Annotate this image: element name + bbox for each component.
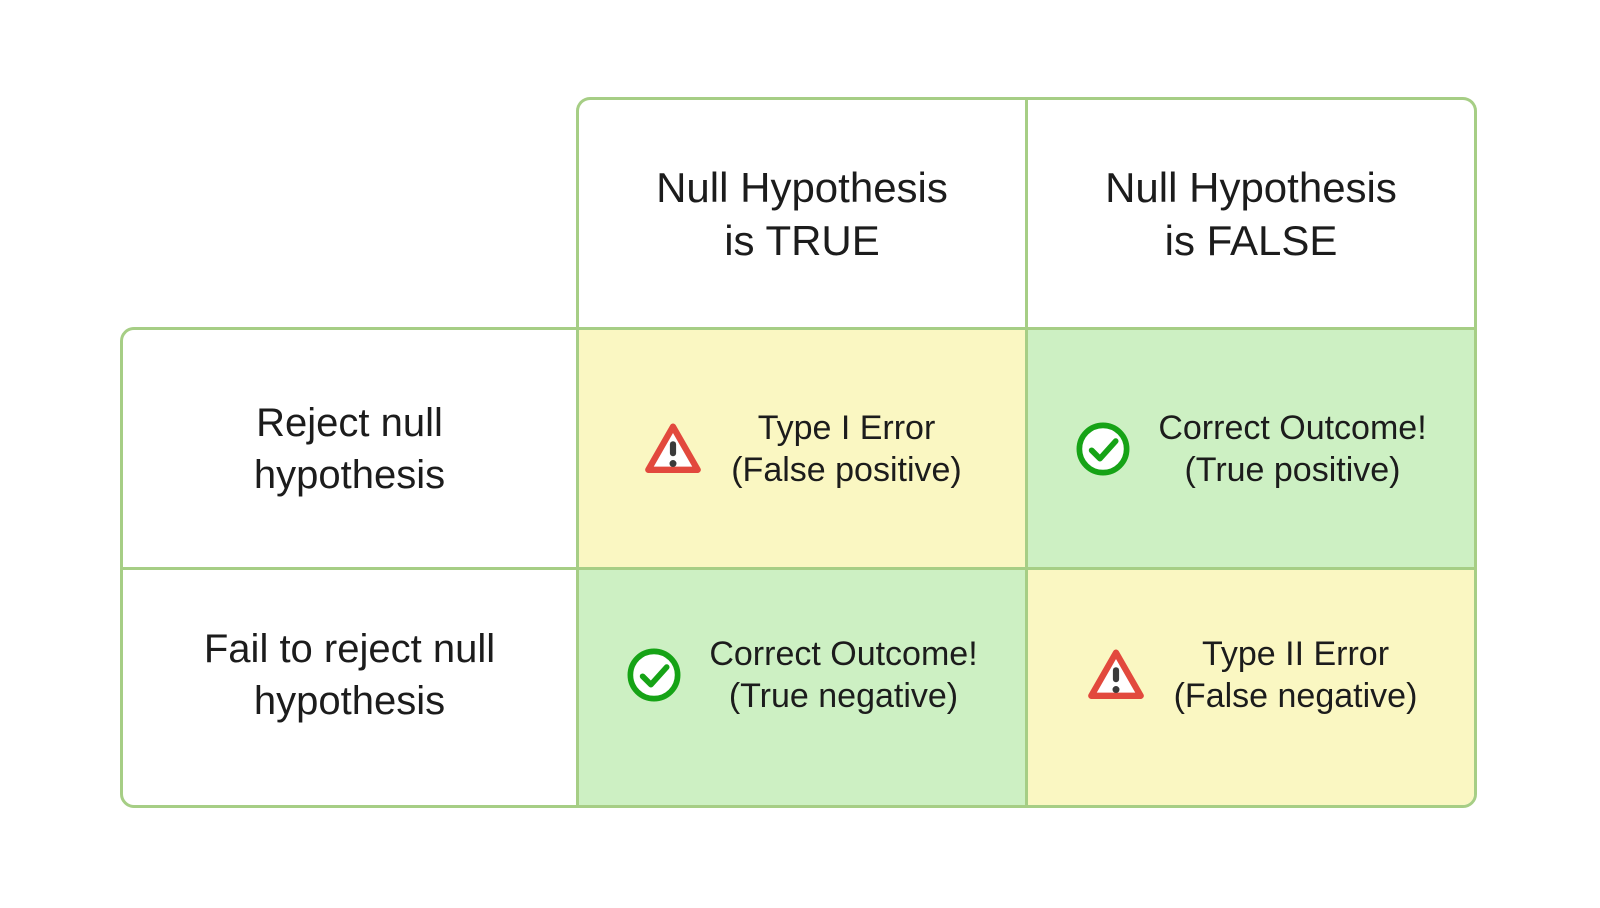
row-header-line1: Reject null — [256, 400, 443, 445]
check-icon — [626, 647, 682, 703]
col-header-null-hypothesis-true: Null Hypothesis is TRUE — [579, 100, 1025, 327]
warning-icon — [1085, 644, 1147, 706]
cell-subtitle: (True positive) — [1184, 450, 1401, 489]
warning-icon — [642, 418, 704, 480]
row-header-line2: hypothesis — [253, 678, 446, 723]
cell-label: Correct Outcome! (True positive) — [1158, 407, 1426, 491]
cell-title: Correct Outcome! — [1158, 408, 1427, 447]
row-header-label: Reject null hypothesis — [254, 397, 445, 501]
col-header-label: Null Hypothesis is TRUE — [656, 161, 948, 267]
row-header-label: Fail to reject null hypothesis — [204, 623, 495, 727]
cell-subtitle: (False negative) — [1173, 676, 1418, 715]
matrix-body: Reject null hypothesis Type I Error (Fal… — [120, 327, 1477, 808]
row-header-fail-to-reject-null: Fail to reject null hypothesis — [123, 567, 576, 805]
cell-true-negative: Correct Outcome! (True negative) — [576, 567, 1025, 805]
row-header-line1: Fail to reject null — [203, 626, 496, 671]
cell-type-i-error: Type I Error (False positive) — [576, 330, 1025, 567]
col-header-line2: is TRUE — [724, 216, 880, 264]
cell-label: Correct Outcome! (True negative) — [709, 633, 977, 717]
row-header-line2: hypothesis — [253, 452, 446, 497]
cell-title: Type I Error — [757, 408, 936, 447]
col-header-line2: is FALSE — [1164, 216, 1338, 264]
cell-true-positive: Correct Outcome! (True positive) — [1025, 330, 1474, 567]
col-header-label: Null Hypothesis is FALSE — [1105, 161, 1397, 267]
cell-subtitle: (False positive) — [731, 450, 962, 489]
col-header-line1: Null Hypothesis — [656, 163, 948, 211]
cell-type-ii-error: Type II Error (False negative) — [1025, 567, 1474, 805]
cell-label: Type I Error (False positive) — [731, 407, 962, 491]
row-header-reject-null: Reject null hypothesis — [123, 330, 576, 567]
cell-subtitle: (True negative) — [728, 676, 959, 715]
col-header-null-hypothesis-false: Null Hypothesis is FALSE — [1025, 100, 1474, 327]
check-icon — [1075, 421, 1131, 477]
cell-title: Type II Error — [1201, 634, 1390, 673]
cell-label: Type II Error (False negative) — [1174, 633, 1418, 717]
col-header-line1: Null Hypothesis — [1105, 163, 1397, 211]
cell-title: Correct Outcome! — [709, 634, 978, 673]
column-headers: Null Hypothesis is TRUE Null Hypothesis … — [576, 97, 1477, 327]
